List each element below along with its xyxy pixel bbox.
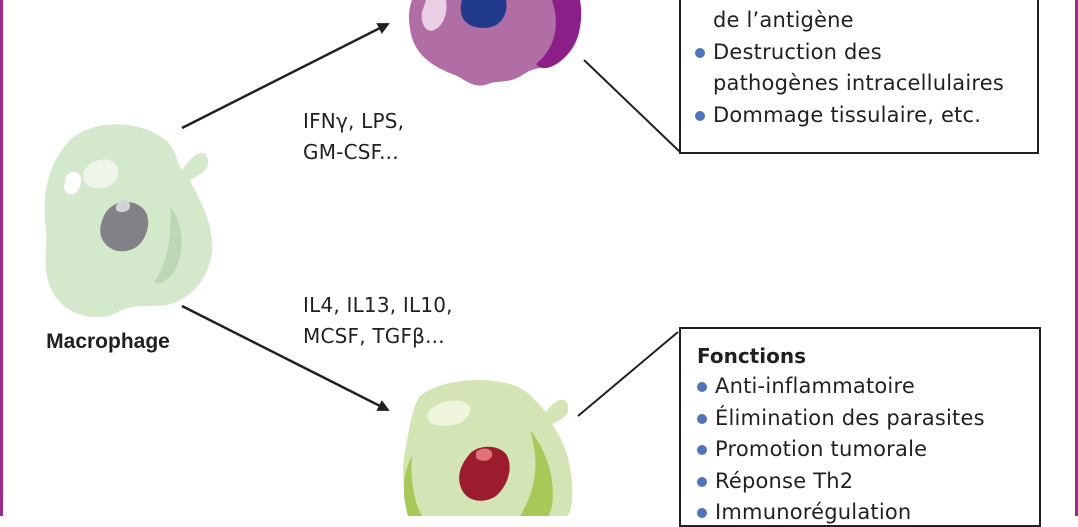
m2-edge	[520, 430, 553, 516]
m2-macrophage-cell	[403, 380, 573, 516]
macrophage-nucleus-shine	[116, 200, 130, 213]
m2-stimuli-label: IL4, IL13, IL10, MCSF, TGFβ...	[303, 290, 453, 352]
bullet-icon	[695, 110, 705, 121]
bullet-icon	[697, 413, 707, 424]
bullet-icon	[697, 508, 707, 518]
m1-stimuli-label: IFNγ, LPS, GM-CSF...	[303, 106, 404, 168]
m2-connector	[577, 331, 679, 417]
m1-sheen	[421, 0, 447, 31]
m1-functions-box: de l’antigène Destruction des pathogènes…	[679, 0, 1039, 154]
arrow-to-m2	[181, 304, 390, 412]
m1-function-item: Dommage tissulaire, etc.	[695, 100, 1037, 132]
m2-sheen	[427, 400, 471, 426]
macrophage-cell	[44, 124, 213, 318]
m2-nucleus	[459, 446, 510, 501]
macrophage-sheen	[83, 159, 119, 189]
arrow-to-m1	[181, 22, 390, 130]
bullet-icon	[697, 445, 707, 455]
m2-function-item: Promotion tumorale	[697, 434, 1039, 466]
m2-function-item: Élimination des parasites	[697, 403, 1039, 435]
m1-functions-list: de l’antigène Destruction des pathogènes…	[695, 5, 1037, 131]
m2-edge-left	[403, 456, 422, 516]
m2-functions-title: Fonctions	[697, 344, 806, 368]
m1-function-item: de l’antigène	[713, 8, 854, 32]
macrophage-nucleus	[100, 201, 149, 252]
m1-stimuli-line-2: GM-CSF...	[303, 140, 399, 164]
bullet-icon	[697, 382, 707, 392]
diagram-canvas: Macrophage	[44, 0, 681, 516]
m1-macrophage-cell	[409, 0, 582, 86]
macrophage-label: Macrophage	[46, 330, 170, 353]
macrophage-highlight	[64, 171, 81, 195]
bullet-icon	[695, 47, 705, 58]
m1-function-item: Destruction des	[695, 37, 1037, 69]
m2-function-item: Anti-inflammatoire	[697, 371, 1039, 403]
m2-functions-list: Anti-inflammatoire Élimination des paras…	[697, 371, 1039, 525]
m1-nucleus	[460, 0, 507, 28]
m1-edge	[536, 0, 582, 69]
m2-stimuli-line-1: IL4, IL13, IL10,	[303, 293, 453, 317]
m2-function-item: Réponse Th2	[697, 466, 1039, 498]
m1-stimuli-line-1: IFNγ, LPS,	[303, 109, 405, 133]
m2-nucleus-shine	[476, 448, 493, 461]
m2-stimuli-line-2: MCSF, TGFβ...	[303, 324, 445, 348]
bullet-icon	[697, 476, 707, 487]
m2-functions-box: Fonctions Anti-inflammatoire Élimination…	[679, 327, 1041, 527]
diagram-frame	[0, 0, 1078, 516]
m1-function-item: pathogènes intracellulaires	[713, 71, 1004, 95]
m1-connector	[583, 59, 681, 153]
m2-function-item: Immunorégulation	[697, 497, 1039, 525]
macrophage-edge	[154, 206, 182, 284]
